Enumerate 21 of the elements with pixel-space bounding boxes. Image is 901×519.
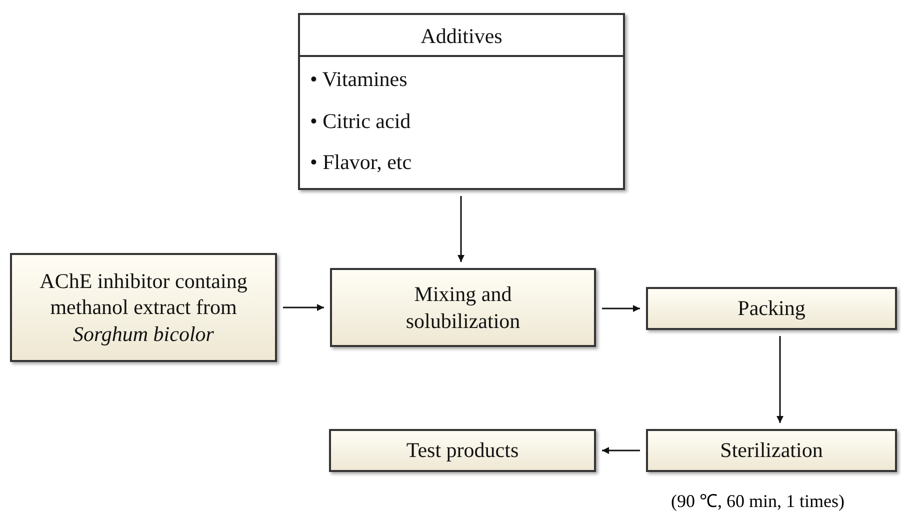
step-label: Packing bbox=[738, 295, 806, 322]
process-box bbox=[329, 429, 596, 472]
arrow bbox=[602, 305, 640, 312]
arrow bbox=[602, 447, 640, 454]
process-box bbox=[330, 268, 596, 347]
list-item: • Citric acid bbox=[309, 108, 412, 134]
step-label: Test products bbox=[406, 437, 519, 464]
process-box bbox=[10, 253, 277, 362]
arrow bbox=[283, 304, 324, 311]
arrow bbox=[458, 196, 464, 262]
process-box bbox=[646, 287, 897, 330]
list-item: • Flavor, etc bbox=[309, 148, 413, 176]
step-label: AChE inhibitor containg methanol extract from Sorghum bicolor bbox=[38, 268, 248, 347]
step-label: Sterilization bbox=[720, 437, 823, 464]
step-label: Mixing and solubilization bbox=[404, 281, 522, 334]
process-box bbox=[646, 429, 897, 472]
arrow bbox=[776, 336, 784, 423]
list-item: • Vitamines bbox=[309, 66, 408, 94]
condition-note: (90 ℃, 60 min, 1 times) bbox=[671, 492, 844, 512]
list-heading: Additives bbox=[300, 15, 623, 58]
list-box bbox=[298, 13, 625, 190]
